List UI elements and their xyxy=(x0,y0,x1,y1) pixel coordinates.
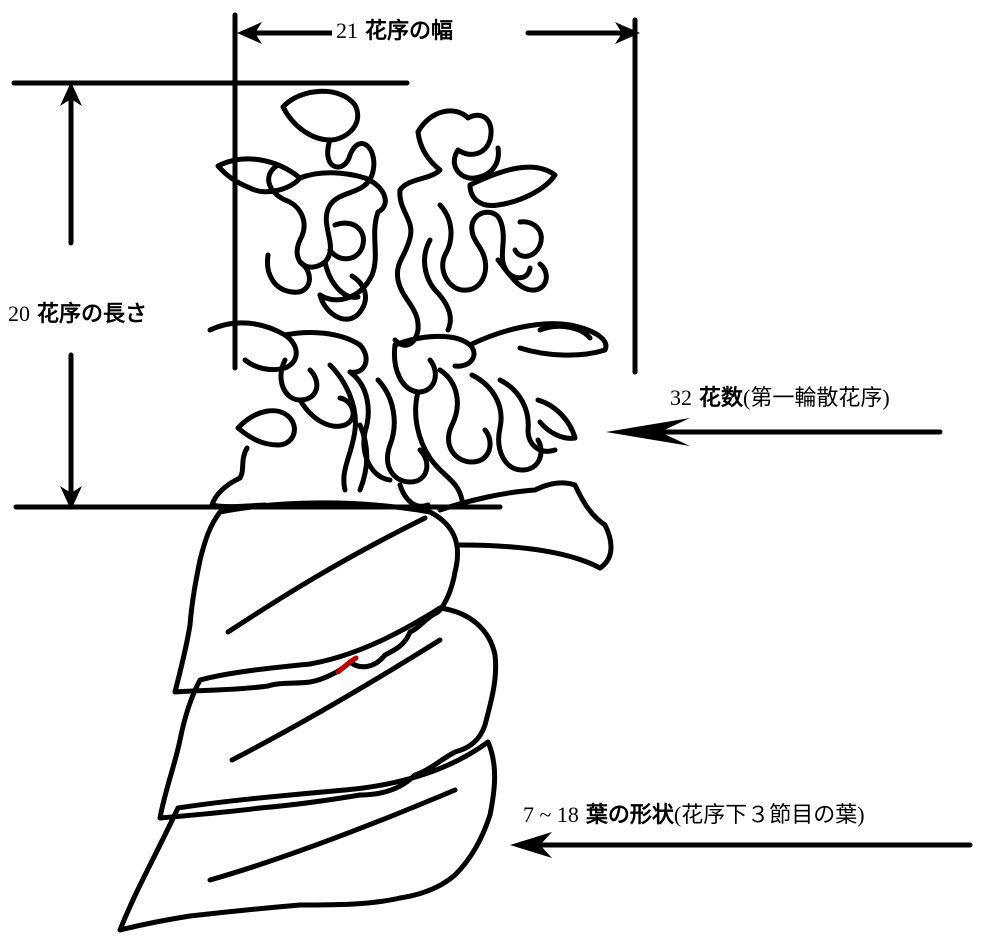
flower-count-note: (第一輪散花序) xyxy=(743,385,890,410)
leaf-shape-label: 7 ~ 18 葉の形状(花序下３節目の葉) xyxy=(519,801,869,830)
inflorescence-drawing xyxy=(207,88,609,509)
inflorescence-width-number: 21 xyxy=(336,18,358,43)
length-arrowhead-up xyxy=(60,82,82,106)
leaf-red-mark xyxy=(335,655,359,675)
flower-count-label: 32 花数(第一輪散花序) xyxy=(666,384,894,413)
width-arrowhead-right xyxy=(615,22,640,44)
count-pointer-head xyxy=(606,418,690,446)
inflorescence-width-text: 花序の幅 xyxy=(365,19,454,44)
leaf-shape-note: (花序下３節目の葉) xyxy=(673,802,865,827)
width-arrowhead-left xyxy=(237,22,262,44)
flower-count-number: 32 xyxy=(670,385,692,410)
length-arrowhead-down xyxy=(60,486,82,510)
inflorescence-length-label: 20 花序の長さ xyxy=(4,300,152,329)
leaf-pointer-head xyxy=(510,832,552,858)
leaf-shape-text: 葉の形状 xyxy=(585,803,674,828)
leaf-shape-number: 7 ~ 18 xyxy=(523,802,579,827)
inflorescence-length-text: 花序の長さ xyxy=(37,302,148,327)
leaf-1-midrib xyxy=(225,515,428,635)
measurement-guides xyxy=(11,12,973,858)
inflorescence-width-label: 21 花序の幅 xyxy=(332,17,458,46)
stem-and-leaves-drawing xyxy=(117,445,614,933)
flower-count-text: 花数 xyxy=(699,386,744,411)
inflorescence-length-number: 20 xyxy=(8,301,30,326)
leaf-2-midrib xyxy=(229,637,443,763)
leaf-3-midrib xyxy=(207,787,458,883)
